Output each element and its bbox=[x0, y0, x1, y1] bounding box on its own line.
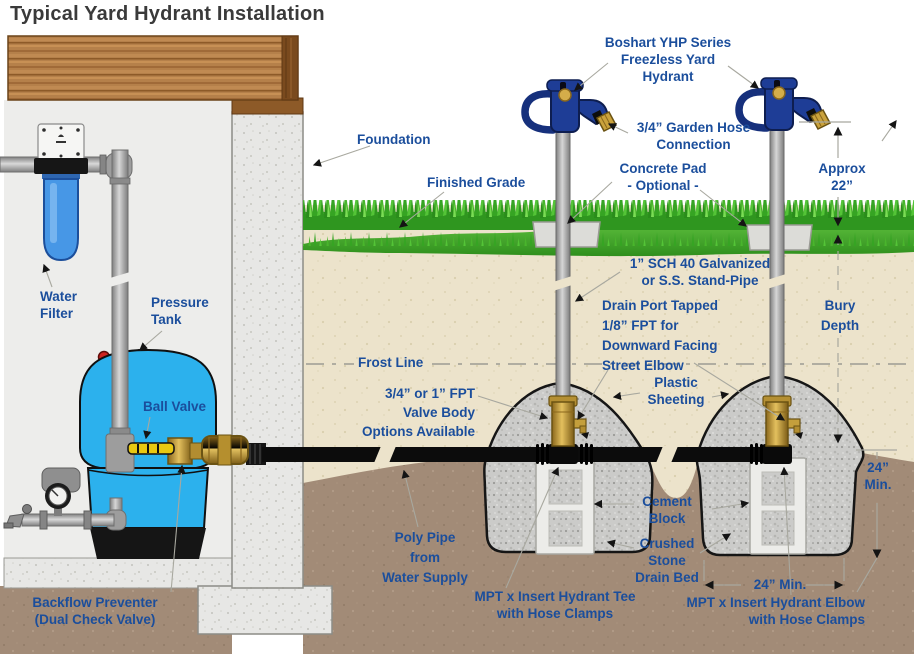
label-concrete-pad: Concrete Pad - Optional - bbox=[619, 161, 707, 193]
ball-valve-and-backflow bbox=[105, 433, 249, 473]
hydrant-head-left bbox=[525, 80, 616, 132]
label-approx-22: Approx 22” bbox=[818, 161, 866, 193]
label-foundation: Foundation bbox=[357, 132, 431, 147]
cement-block-left bbox=[535, 455, 595, 555]
water-filter bbox=[34, 123, 88, 262]
poly-pipe bbox=[246, 443, 766, 465]
label-finished-grade: Finished Grade bbox=[427, 175, 526, 190]
label-plastic-sheeting: Plastic Sheeting bbox=[647, 375, 705, 407]
label-hydrant: Boshart YHP Series Freezless Yard Hydran… bbox=[604, 35, 732, 84]
label-hydrant-tee: MPT x Insert Hydrant Tee with Hose Clamp… bbox=[474, 589, 636, 621]
label-frost-line: Frost Line bbox=[358, 355, 424, 370]
label-valve-body: 3/4” or 1” FPT Valve Body Options Availa… bbox=[361, 386, 475, 439]
grass-band bbox=[303, 200, 914, 257]
wood-beam bbox=[7, 35, 304, 115]
label-24-min-width: 24” Min. bbox=[753, 577, 807, 592]
foundation-wall bbox=[231, 111, 304, 589]
label-crushed-stone: Crushed Stone Drain Bed bbox=[635, 536, 699, 585]
standpipe-left bbox=[553, 125, 572, 403]
gauge-and-faucet bbox=[3, 467, 127, 531]
label-garden-hose: 3/4” Garden Hose Connection bbox=[636, 120, 751, 152]
label-backflow-preventer: Backflow Preventer (Dual Check Valve) bbox=[32, 595, 158, 627]
label-drain-port: Drain Port Tapped 1/8” FPT for Downward … bbox=[602, 298, 719, 373]
valve-body-left bbox=[548, 395, 589, 447]
leader-lines bbox=[42, 62, 897, 596]
hose-clamps bbox=[536, 443, 792, 465]
label-standpipe: 1” SCH 40 Galvanized or S.S. Stand-Pipe bbox=[629, 256, 771, 288]
label-bury-depth: Bury Depth bbox=[820, 298, 860, 333]
page-title: Typical Yard Hydrant Installation bbox=[10, 3, 325, 25]
label-water-filter: Water Filter bbox=[40, 289, 78, 321]
label-hydrant-elbow: MPT x Insert Hydrant Elbow with Hose Cla… bbox=[686, 595, 865, 627]
dimension-lines bbox=[703, 121, 897, 593]
label-cement-block: Cement Block bbox=[642, 494, 692, 526]
label-24-min-depth: 24” Min. bbox=[864, 460, 892, 492]
label-pressure-tank: Pressure Tank bbox=[151, 295, 209, 327]
cement-block-right bbox=[749, 457, 807, 555]
label-poly-pipe: Poly Pipe from Water Supply bbox=[382, 530, 468, 585]
label-ball-valve: Ball Valve bbox=[143, 399, 207, 414]
